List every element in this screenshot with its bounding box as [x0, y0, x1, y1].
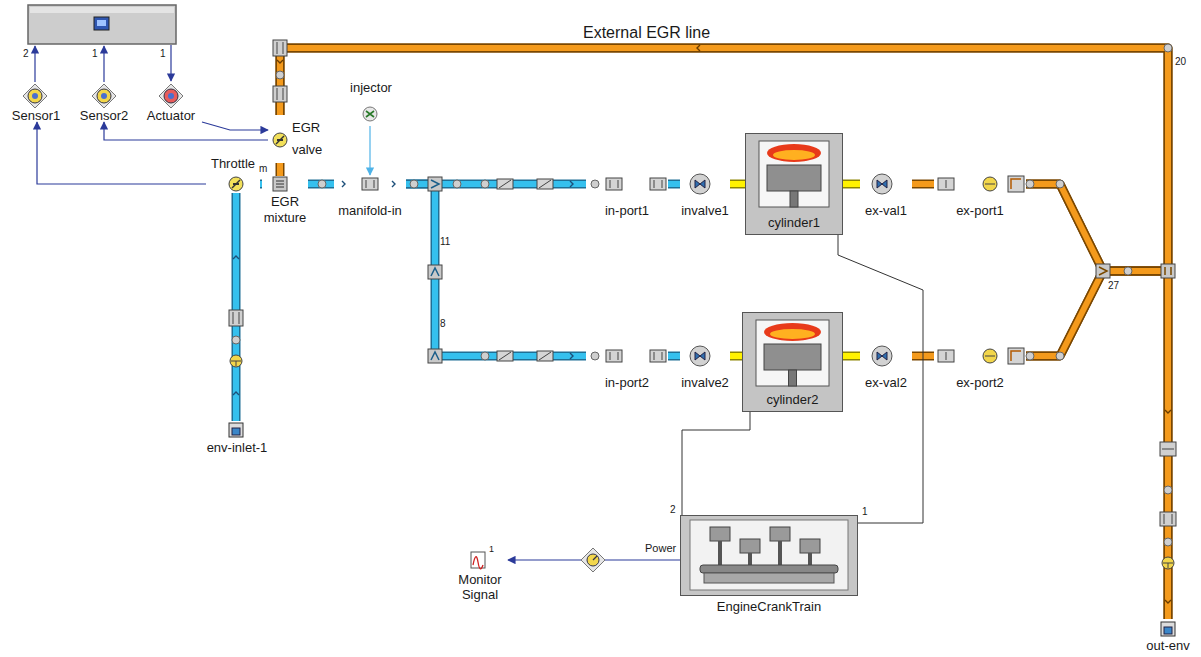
component-label: Sensor1	[4, 108, 68, 123]
signal-wire	[202, 122, 268, 130]
inlet-environment: env-inlet-1	[200, 421, 274, 455]
flow-pipe	[730, 356, 742, 357]
flow-pipe	[668, 184, 680, 185]
flow-pipe	[280, 48, 1168, 271]
pin-number: 11	[440, 236, 450, 247]
pipe-node-dots	[232, 44, 1172, 546]
actuator-node: Actuator	[140, 82, 202, 122]
exhaust-valve: ex-val2	[860, 344, 912, 392]
flow-pipe	[280, 163, 281, 176]
component-label: cylinder1	[745, 215, 843, 230]
flow-pipe	[260, 184, 262, 185]
exhaust-chevrons	[277, 45, 1171, 603]
intake-throttle-symbols	[497, 179, 553, 361]
exhaust-port: ex-port2	[934, 344, 1026, 392]
exhaust-port: ex-port1	[934, 172, 1026, 220]
engine-crank-train: EngineCrankTrain	[680, 515, 858, 618]
component-label: injector	[345, 80, 397, 95]
signal-wire	[37, 122, 206, 184]
pin-number: 27	[1108, 280, 1119, 291]
component-label: manifold-in	[334, 203, 406, 218]
monitor-signal: Monitor Signal	[452, 550, 508, 602]
throttle-valve: Throttle	[206, 156, 260, 193]
component-label: in-port2	[586, 375, 668, 390]
component-label: invalve2	[680, 375, 730, 390]
component-label: invalve1	[680, 203, 730, 218]
intake-valve: invalve2	[680, 344, 730, 392]
component-label: Sensor2	[72, 108, 136, 123]
mechanical-link	[838, 235, 923, 523]
component-label: ex-port1	[934, 203, 1026, 218]
flow-pipe	[668, 356, 680, 357]
intake-port: in-port1	[586, 175, 668, 220]
egr-mixture-junction: EGR mixture	[262, 176, 308, 236]
component-label: Throttle	[206, 156, 260, 171]
intake-valve: invalve1	[680, 172, 730, 220]
signal-wire	[104, 122, 268, 140]
signal-wires	[35, 45, 171, 82]
component-label: Monitor Signal	[452, 572, 508, 602]
component-label: env-inlet-1	[200, 440, 274, 455]
flow-pipe	[912, 184, 934, 185]
outlet-environment: out-env	[1138, 619, 1198, 653]
mechanical-link	[682, 412, 750, 515]
engine-cylinder: cylinder1	[745, 133, 843, 235]
pipe-symbols	[229, 40, 1176, 569]
component-label: EGR valve	[292, 117, 338, 161]
flow-chevrons	[233, 181, 573, 395]
injector: injector	[345, 80, 397, 126]
controller-block	[28, 5, 176, 44]
pin-number: 1	[489, 545, 494, 555]
component-label: Actuator	[140, 108, 202, 123]
pin-number: 2	[23, 48, 29, 59]
flow-pipe	[843, 184, 860, 185]
component-label: in-port1	[586, 203, 668, 218]
signal-wire	[370, 126, 371, 175]
flow-pipe	[1026, 271, 1168, 619]
egr-valve: EGR valve	[268, 115, 340, 163]
signal-name: Power	[645, 542, 676, 554]
intake-port: in-port2	[586, 347, 668, 392]
component-label: EGR mixture	[262, 194, 308, 226]
sensor-node: Sensor2	[72, 82, 136, 122]
pin-number: 1	[160, 48, 166, 59]
pin-number: m	[259, 163, 267, 174]
flow-pipe	[730, 184, 745, 185]
component-label: EngineCrankTrain	[680, 599, 858, 614]
component-label: ex-val1	[860, 203, 912, 218]
pin-number: 2	[670, 504, 676, 515]
flow-pipe	[843, 356, 860, 357]
component-label: out-env	[1138, 638, 1198, 653]
pin-number: 8	[440, 318, 446, 329]
component-label: ex-val2	[860, 375, 912, 390]
engine-cylinder: cylinder2	[742, 312, 843, 412]
intake-manifold: manifold-in	[334, 175, 406, 220]
pin-number: 1	[862, 506, 868, 517]
flow-pipe	[406, 184, 586, 356]
gauge-symbol	[581, 548, 605, 572]
sensor-node: Sensor1	[4, 82, 68, 122]
pin-number: 1	[92, 48, 98, 59]
exhaust-valve: ex-val1	[860, 172, 912, 220]
component-label: cylinder2	[742, 392, 843, 407]
flow-pipe	[280, 48, 1168, 356]
flow-pipe	[236, 193, 237, 421]
component-label: ex-port2	[934, 375, 1026, 390]
pin-number: 20	[1175, 56, 1186, 67]
line-caption: External EGR line	[583, 24, 710, 42]
